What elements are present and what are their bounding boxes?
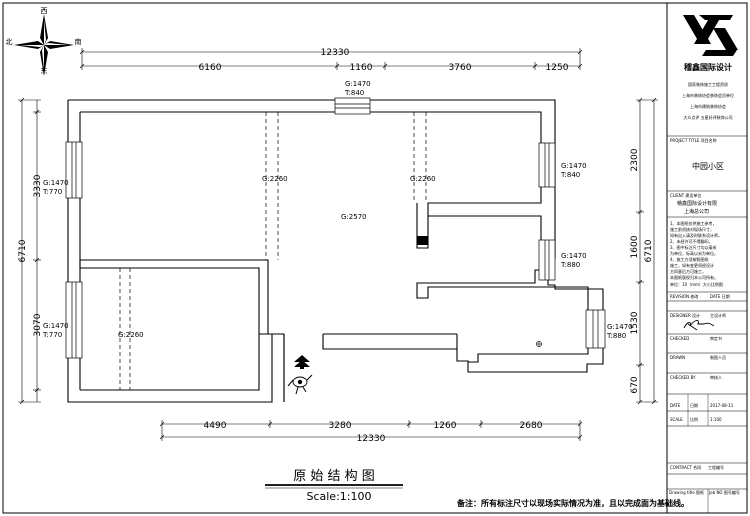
- tb-note-2: 施工前须核对现场尺寸，: [670, 226, 714, 232]
- client-label: CLIENT 建设单位: [670, 192, 701, 198]
- bottom-dim-4: 2680: [520, 421, 543, 431]
- compass-west: 北: [6, 38, 13, 46]
- structural-column: [417, 236, 428, 245]
- entry-marker: [287, 355, 313, 395]
- tb-note-3: 如有出入请及时联系设计师，: [670, 232, 722, 238]
- drawing-label: Drawing title 图纸: [669, 489, 704, 495]
- project-name: 中园小区: [692, 161, 724, 171]
- right-lower-t: T:880: [606, 332, 626, 340]
- checked-value: 审定书: [710, 335, 722, 341]
- drawn-label: DRAWN: [670, 355, 685, 360]
- top-dimensions: [79, 48, 583, 70]
- tb-note-6: 为单位，标高以米为单位。: [670, 250, 718, 256]
- bottom-dimensions: [159, 420, 583, 441]
- right-dim-4: 670: [630, 376, 640, 393]
- right-upper-t: T:840: [560, 171, 580, 179]
- contract-label: CONTRACT 合同: [670, 464, 701, 470]
- date-value: 2017-08-11: [710, 403, 734, 408]
- right-dim-3: 1530: [630, 311, 640, 334]
- left-dimensions: [18, 97, 41, 405]
- top-total-dim: 12330: [321, 48, 350, 58]
- left-lower-t: T:770: [42, 331, 62, 339]
- right-dim-1: 2300: [630, 148, 640, 171]
- company-branch: 上海总公司: [684, 208, 709, 215]
- title-block: 稽鑫国际设计 国家装饰施工工程资质 上海市装饰协会装饰会员单位 上海市建筑装饰协…: [667, 15, 747, 513]
- right-upper-g: G:1470: [561, 162, 587, 170]
- drawing-title: 原 始 结 构 图: [293, 469, 375, 484]
- revision-date: DATE 日期: [710, 293, 730, 299]
- ceiling-height: G:2570: [341, 213, 367, 221]
- compass-south: 东: [41, 66, 48, 75]
- windows: [65, 97, 606, 359]
- signature-icon: [683, 319, 715, 331]
- beam-height-3: G:2260: [118, 331, 144, 339]
- date-value-label: 日期: [690, 402, 698, 408]
- right-dimensions: [636, 97, 658, 405]
- drawing-note: 备注：所有标注尺寸以现场实际情况为准，且以完成面为基础线。: [456, 498, 689, 508]
- designer-label: DESIGNER 设计: [670, 312, 700, 318]
- tb-note-4: 2、未经许可不得翻印。: [670, 238, 713, 244]
- credit-3: 上海市建筑装饰协会: [690, 103, 726, 109]
- floor-drain: [536, 341, 542, 347]
- left-dim-1: 3330: [33, 174, 43, 197]
- right-dim-2: 1600: [630, 235, 640, 258]
- tb-note-8: 施工，如有变更须经设计: [670, 262, 714, 268]
- top-window-g: G:1470: [345, 80, 371, 88]
- top-dim-2: 1160: [350, 63, 373, 73]
- scale-label: SCALE: [670, 417, 683, 422]
- beam-height-2: G:2260: [410, 175, 436, 183]
- tb-note-7: 4、施工方须按照图纸: [670, 256, 709, 262]
- bottom-dim-3: 1260: [434, 421, 457, 431]
- top-dim-1: 6160: [199, 63, 222, 73]
- left-upper-t: T:770: [42, 188, 62, 196]
- brand-logo-icon: [683, 15, 738, 56]
- drawing-scale: Scale:1:100: [306, 490, 371, 503]
- left-dim-2: 3070: [33, 313, 43, 336]
- bottom-dim-2: 3280: [329, 421, 352, 431]
- left-total-dim: 6710: [18, 239, 28, 262]
- compass-north: 西: [41, 7, 48, 15]
- right-total-dim: 6710: [644, 239, 654, 262]
- tb-note-11: 单位：10（mm）大小比例图: [670, 281, 723, 287]
- beams: [119, 112, 427, 390]
- tb-note-5: 3、图中标注尺寸均以毫米: [670, 244, 717, 250]
- checked-by-value: 审核人: [710, 374, 722, 380]
- drawn-value: 制图人员: [710, 354, 726, 360]
- tb-note-10: 本图纸版权归本公司所有。: [670, 274, 718, 280]
- top-window-t: T:840: [344, 89, 364, 97]
- tb-note-9: 方同意后方可施工，: [670, 268, 706, 274]
- top-dim-4: 1250: [546, 63, 569, 73]
- checked-by-label: CHECKED BY: [670, 375, 696, 380]
- revision-label: REVISION 修改: [670, 293, 698, 299]
- credit-2: 上海市装饰协会装饰会员单位: [682, 92, 734, 98]
- bottom-total-dim: 12330: [357, 434, 386, 444]
- credit-4: 大众点评 五星好评装饰公司: [683, 114, 732, 120]
- bottom-dim-1: 4490: [204, 421, 227, 431]
- contract-value: 工程编号: [708, 464, 724, 470]
- compass-east: 南: [75, 37, 82, 46]
- right-mid-t: T:880: [560, 261, 580, 269]
- compass: 西 东 北 南: [6, 7, 82, 76]
- tb-note-1: 1、本图纸仅供施工参考，: [670, 220, 717, 226]
- top-dim-3: 3760: [449, 63, 472, 73]
- walls: [67, 99, 604, 403]
- date-label: DATE: [670, 403, 681, 408]
- beam-height-1: G:2260: [262, 175, 288, 183]
- left-upper-g: G:1470: [43, 179, 69, 187]
- checked-label: CHECKED: [670, 336, 689, 341]
- scale-value: 1:100: [710, 417, 722, 422]
- designer-value: 主设计师: [710, 312, 726, 318]
- job-label: Job NO 图号编号: [708, 489, 740, 495]
- project-label: PROJECT TITLE 项目名称: [670, 137, 717, 143]
- right-mid-g: G:1470: [561, 252, 587, 260]
- brand-name: 稽鑫国际设计: [684, 62, 732, 72]
- left-lower-g: G:1470: [43, 322, 69, 330]
- company-name: 稽鑫国际设计有限: [677, 200, 717, 207]
- credit-1: 国家装饰施工工程资质: [688, 81, 728, 87]
- right-lower-g: G:1470: [607, 323, 633, 331]
- scale-value-label: 比例: [690, 416, 698, 422]
